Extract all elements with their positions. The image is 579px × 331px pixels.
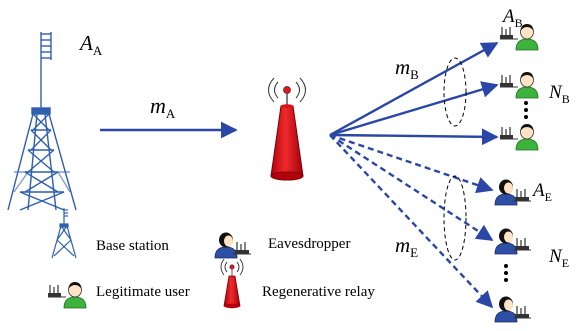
legend-base-station-label: Base station [96,238,169,254]
legend-legit-user-label: Legitimate user [96,284,190,300]
legend-relay-label: Regenerative relay [262,284,375,300]
ellipsis-dots-legit [524,101,528,119]
label-n-e: NE [548,246,569,270]
regenerative-relay [268,77,306,181]
ellipse-eve-group [443,175,467,261]
label-antenna-bs: AA [78,31,103,58]
base-station-tower [7,32,77,211]
eavesdropper-icon-2 [494,227,532,255]
ellipse-legit-group [443,57,467,127]
eavesdropper-icon-1 [494,178,532,206]
legend-base-station-icon [51,208,77,259]
eavesdropper-icon-3 [494,295,532,323]
legend-eavesdropper-label: Eavesdropper [268,236,350,252]
links-relay-to-legit-users [329,41,499,146]
legend: Base station Legitimate user Eavesdroppe… [47,208,375,309]
legit-user-icon-2 [499,71,539,99]
label-m-a: mA [150,93,176,121]
legit-user-icon-3 [499,123,539,151]
label-antenna-e: AE [531,180,552,204]
label-n-b: NB [548,82,570,106]
ellipsis-dots-eve [504,264,508,282]
legend-relay-icon [220,258,244,309]
label-m-b: mB [395,55,419,82]
legend-legit-user-icon [47,281,87,309]
label-antenna-b: AB [501,6,523,30]
legend-eavesdropper-icon [214,231,252,259]
links-relay-to-eavesdroppers [329,133,494,309]
label-m-e: mE [395,233,418,260]
